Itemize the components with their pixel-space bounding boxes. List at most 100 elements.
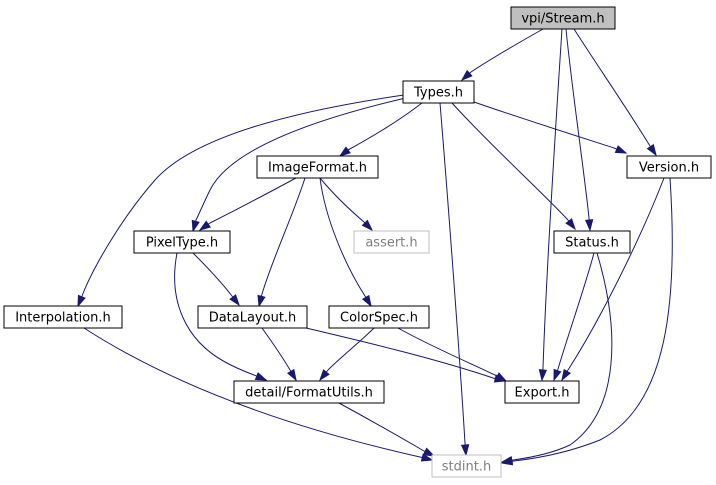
arrowhead (254, 372, 268, 381)
node-box (197, 305, 308, 329)
edge-version-to-export (561, 177, 665, 382)
arrowhead (319, 369, 330, 382)
node-box (233, 380, 385, 404)
node-label: ColorSpec.h (340, 311, 418, 326)
edge-line (470, 28, 544, 73)
arrowhead (538, 369, 548, 382)
node-pixeltype[interactable]: PixelType.h (133, 230, 231, 254)
arrowhead (584, 219, 594, 232)
node-box (626, 155, 712, 179)
edge-line (319, 177, 366, 297)
node-box (510, 6, 616, 30)
node-imageformat[interactable]: ImageFormat.h (256, 155, 379, 179)
node-box (553, 230, 631, 254)
arrowhead (77, 294, 86, 308)
edge-types-to-status (451, 102, 576, 231)
edge-stream-to-status (565, 28, 594, 232)
edge-pixeltype-to-datalayout (192, 252, 240, 307)
edge-line (305, 327, 494, 379)
edge-line (513, 177, 673, 462)
edge-stream-to-export (538, 28, 563, 382)
edge-line (397, 327, 498, 377)
edge-imageformat-to-pixeltype (198, 177, 297, 231)
edge-types-to-version (473, 101, 628, 154)
edge-stream-to-version (573, 28, 657, 157)
node-version[interactable]: Version.h (626, 155, 712, 179)
edge-datalayout-to-formatutils (261, 327, 297, 382)
node-label: Interpolation.h (15, 311, 111, 326)
node-export[interactable]: Export.h (504, 380, 580, 404)
arrowhead (614, 145, 628, 154)
arrowhead (494, 372, 508, 382)
arrowhead (229, 294, 240, 307)
arrowhead (460, 444, 470, 457)
arrowhead (198, 220, 212, 231)
node-stream: vpi/Stream.h (510, 6, 616, 30)
edge-line (565, 28, 590, 219)
edge-line (195, 96, 411, 221)
node-stdint: stdint.h (431, 454, 502, 478)
edge-stream-to-types (460, 28, 544, 82)
arrowhead (646, 143, 657, 157)
edge-types-to-pixeltype (191, 96, 411, 233)
edge-colorspec-to-formatutils (319, 327, 375, 382)
arrowhead (420, 453, 434, 462)
edge-line (83, 327, 421, 458)
arrowhead (500, 455, 514, 465)
edge-line (451, 102, 569, 221)
node-label: PixelType.h (146, 236, 218, 251)
node-label: Status.h (565, 236, 619, 251)
node-box (328, 305, 430, 329)
edge-line (347, 102, 423, 151)
arrowhead (338, 146, 351, 157)
node-types[interactable]: Types.h (402, 80, 475, 104)
arrowhead (286, 368, 297, 382)
edge-line (81, 94, 405, 297)
arrowhead (191, 219, 200, 233)
edge-line (261, 177, 306, 295)
edge-line (542, 28, 563, 369)
edge-line (567, 177, 665, 371)
node-label: Types.h (413, 86, 463, 101)
node-label: assert.h (365, 236, 417, 251)
edge-line (174, 252, 255, 376)
arrowhead (460, 69, 473, 82)
edge-line (439, 102, 466, 444)
node-status[interactable]: Status.h (553, 230, 631, 254)
edge-line (573, 28, 651, 147)
edge-datalayout-to-export (305, 327, 507, 383)
edge-line (209, 177, 297, 224)
edge-line (192, 252, 233, 297)
edge-types-to-stdint (439, 102, 470, 457)
node-box (431, 454, 502, 478)
node-label: stdint.h (442, 460, 491, 475)
node-interpolation[interactable]: Interpolation.h (3, 305, 123, 329)
node-assert: assert.h (353, 230, 430, 254)
edge-types-to-interpolation (77, 94, 405, 308)
edges-layer (77, 28, 673, 466)
edge-status-to-stdint (500, 252, 613, 465)
node-label: ImageFormat.h (268, 161, 367, 176)
node-datalayout[interactable]: DataLayout.h (197, 305, 308, 329)
arrowhead (561, 368, 572, 382)
node-box (3, 305, 123, 329)
node-box (133, 230, 231, 254)
edge-line (512, 252, 613, 461)
arrowhead (422, 447, 436, 457)
node-formatutils[interactable]: detail/FormatUtils.h (233, 380, 385, 404)
edge-line (327, 327, 375, 371)
arrowhead (257, 294, 266, 308)
edge-line (319, 177, 365, 223)
edge-imageformat-to-assert (319, 177, 374, 232)
arrowhead (361, 219, 374, 232)
edge-line (473, 101, 615, 149)
node-box (504, 380, 580, 404)
edge-line (261, 327, 291, 371)
node-colorspec[interactable]: ColorSpec.h (328, 305, 430, 329)
arrowhead (565, 218, 576, 231)
node-label: detail/FormatUtils.h (245, 386, 373, 401)
edge-line (338, 402, 425, 452)
arrowhead (553, 368, 562, 382)
